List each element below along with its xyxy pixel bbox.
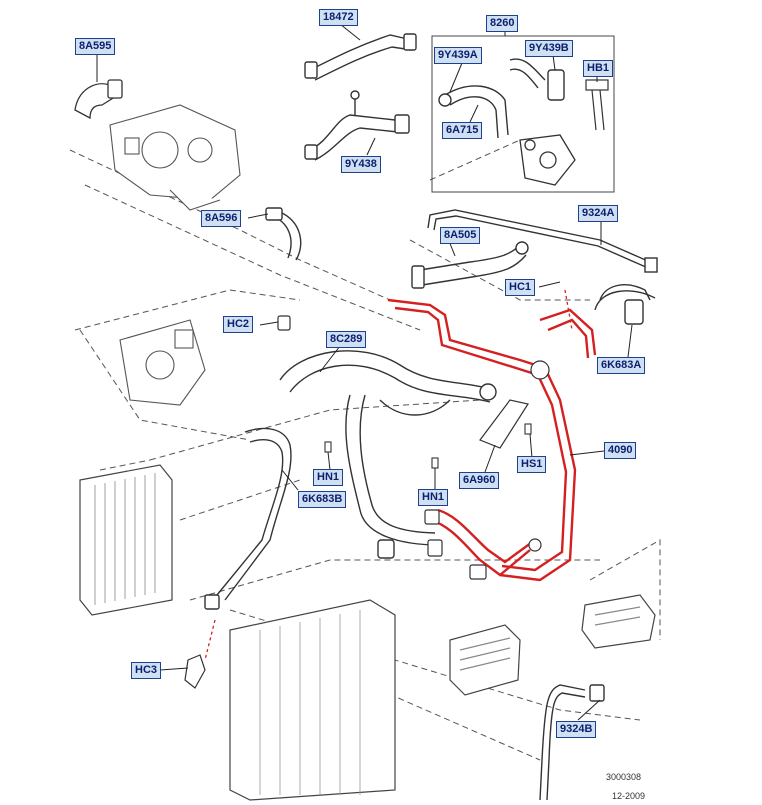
callout-HB1[interactable]: HB1 xyxy=(583,60,614,77)
kit-8260-box xyxy=(431,35,615,193)
elbow-8A595 xyxy=(74,79,123,120)
bracket-housing xyxy=(119,319,206,406)
main-radiator xyxy=(229,599,396,801)
callout-9324A[interactable]: 9324A xyxy=(578,205,619,222)
callout-9Y439A[interactable]: 9Y439A xyxy=(434,47,482,64)
hose-18472 xyxy=(304,33,417,81)
hose-6K683B xyxy=(204,427,292,610)
leader-lines xyxy=(96,23,633,721)
housing-assembly xyxy=(109,104,241,211)
callout-HC1[interactable]: HC1 xyxy=(505,279,536,296)
drawing-date: 12-2009 xyxy=(612,791,646,801)
hose-6K683A xyxy=(594,284,656,325)
hose-9Y438 xyxy=(304,90,410,161)
thermostat-housing-6A715 xyxy=(519,134,576,186)
tube-9324B xyxy=(539,684,605,801)
bracket-6A960 xyxy=(479,399,532,449)
callout-9Y438[interactable]: 9Y438 xyxy=(341,156,381,173)
hc1-dashed-indicator xyxy=(204,289,573,661)
hose-8C289 xyxy=(279,350,497,559)
callout-9Y439B[interactable]: 9Y439B xyxy=(525,40,573,57)
hose-8A505 xyxy=(411,241,529,289)
callout-6A715[interactable]: 6A715 xyxy=(442,122,483,139)
clip-HC2 xyxy=(277,315,291,331)
callout-HS1[interactable]: HS1 xyxy=(517,456,547,473)
callout-HN1-upper[interactable]: HN1 xyxy=(313,469,344,486)
callout-HC2[interactable]: HC2 xyxy=(223,316,254,333)
sensor-HB1 xyxy=(585,79,609,131)
callout-8A505[interactable]: 8A505 xyxy=(440,227,481,244)
clip-HC3 xyxy=(184,654,206,689)
callout-6K683A[interactable]: 6K683A xyxy=(597,357,646,374)
callout-4090[interactable]: 4090 xyxy=(604,442,637,459)
callout-8A596[interactable]: 8A596 xyxy=(201,210,242,227)
callout-9324B[interactable]: 9324B xyxy=(556,721,597,738)
hose-8A596 xyxy=(265,207,302,261)
drawing-number: 3000308 xyxy=(606,772,642,782)
hose-9Y439A xyxy=(438,85,509,139)
right-bracket xyxy=(581,594,656,649)
callout-6A960[interactable]: 6A960 xyxy=(459,472,500,489)
radiator-left xyxy=(79,464,173,616)
callout-8A595[interactable]: 8A595 xyxy=(75,38,116,55)
callout-HC3[interactable]: HC3 xyxy=(131,662,162,679)
connector-fittings xyxy=(424,360,550,580)
tube-9324A xyxy=(427,209,658,273)
callout-6K683B[interactable]: 6K683B xyxy=(298,491,347,508)
hose-9Y439B xyxy=(509,58,565,101)
callout-8260[interactable]: 8260 xyxy=(486,15,519,32)
callout-18472[interactable]: 18472 xyxy=(319,9,358,26)
oil-cooler xyxy=(449,624,521,696)
callout-HN1-lower[interactable]: HN1 xyxy=(418,489,449,506)
callout-8C289[interactable]: 8C289 xyxy=(326,331,367,348)
